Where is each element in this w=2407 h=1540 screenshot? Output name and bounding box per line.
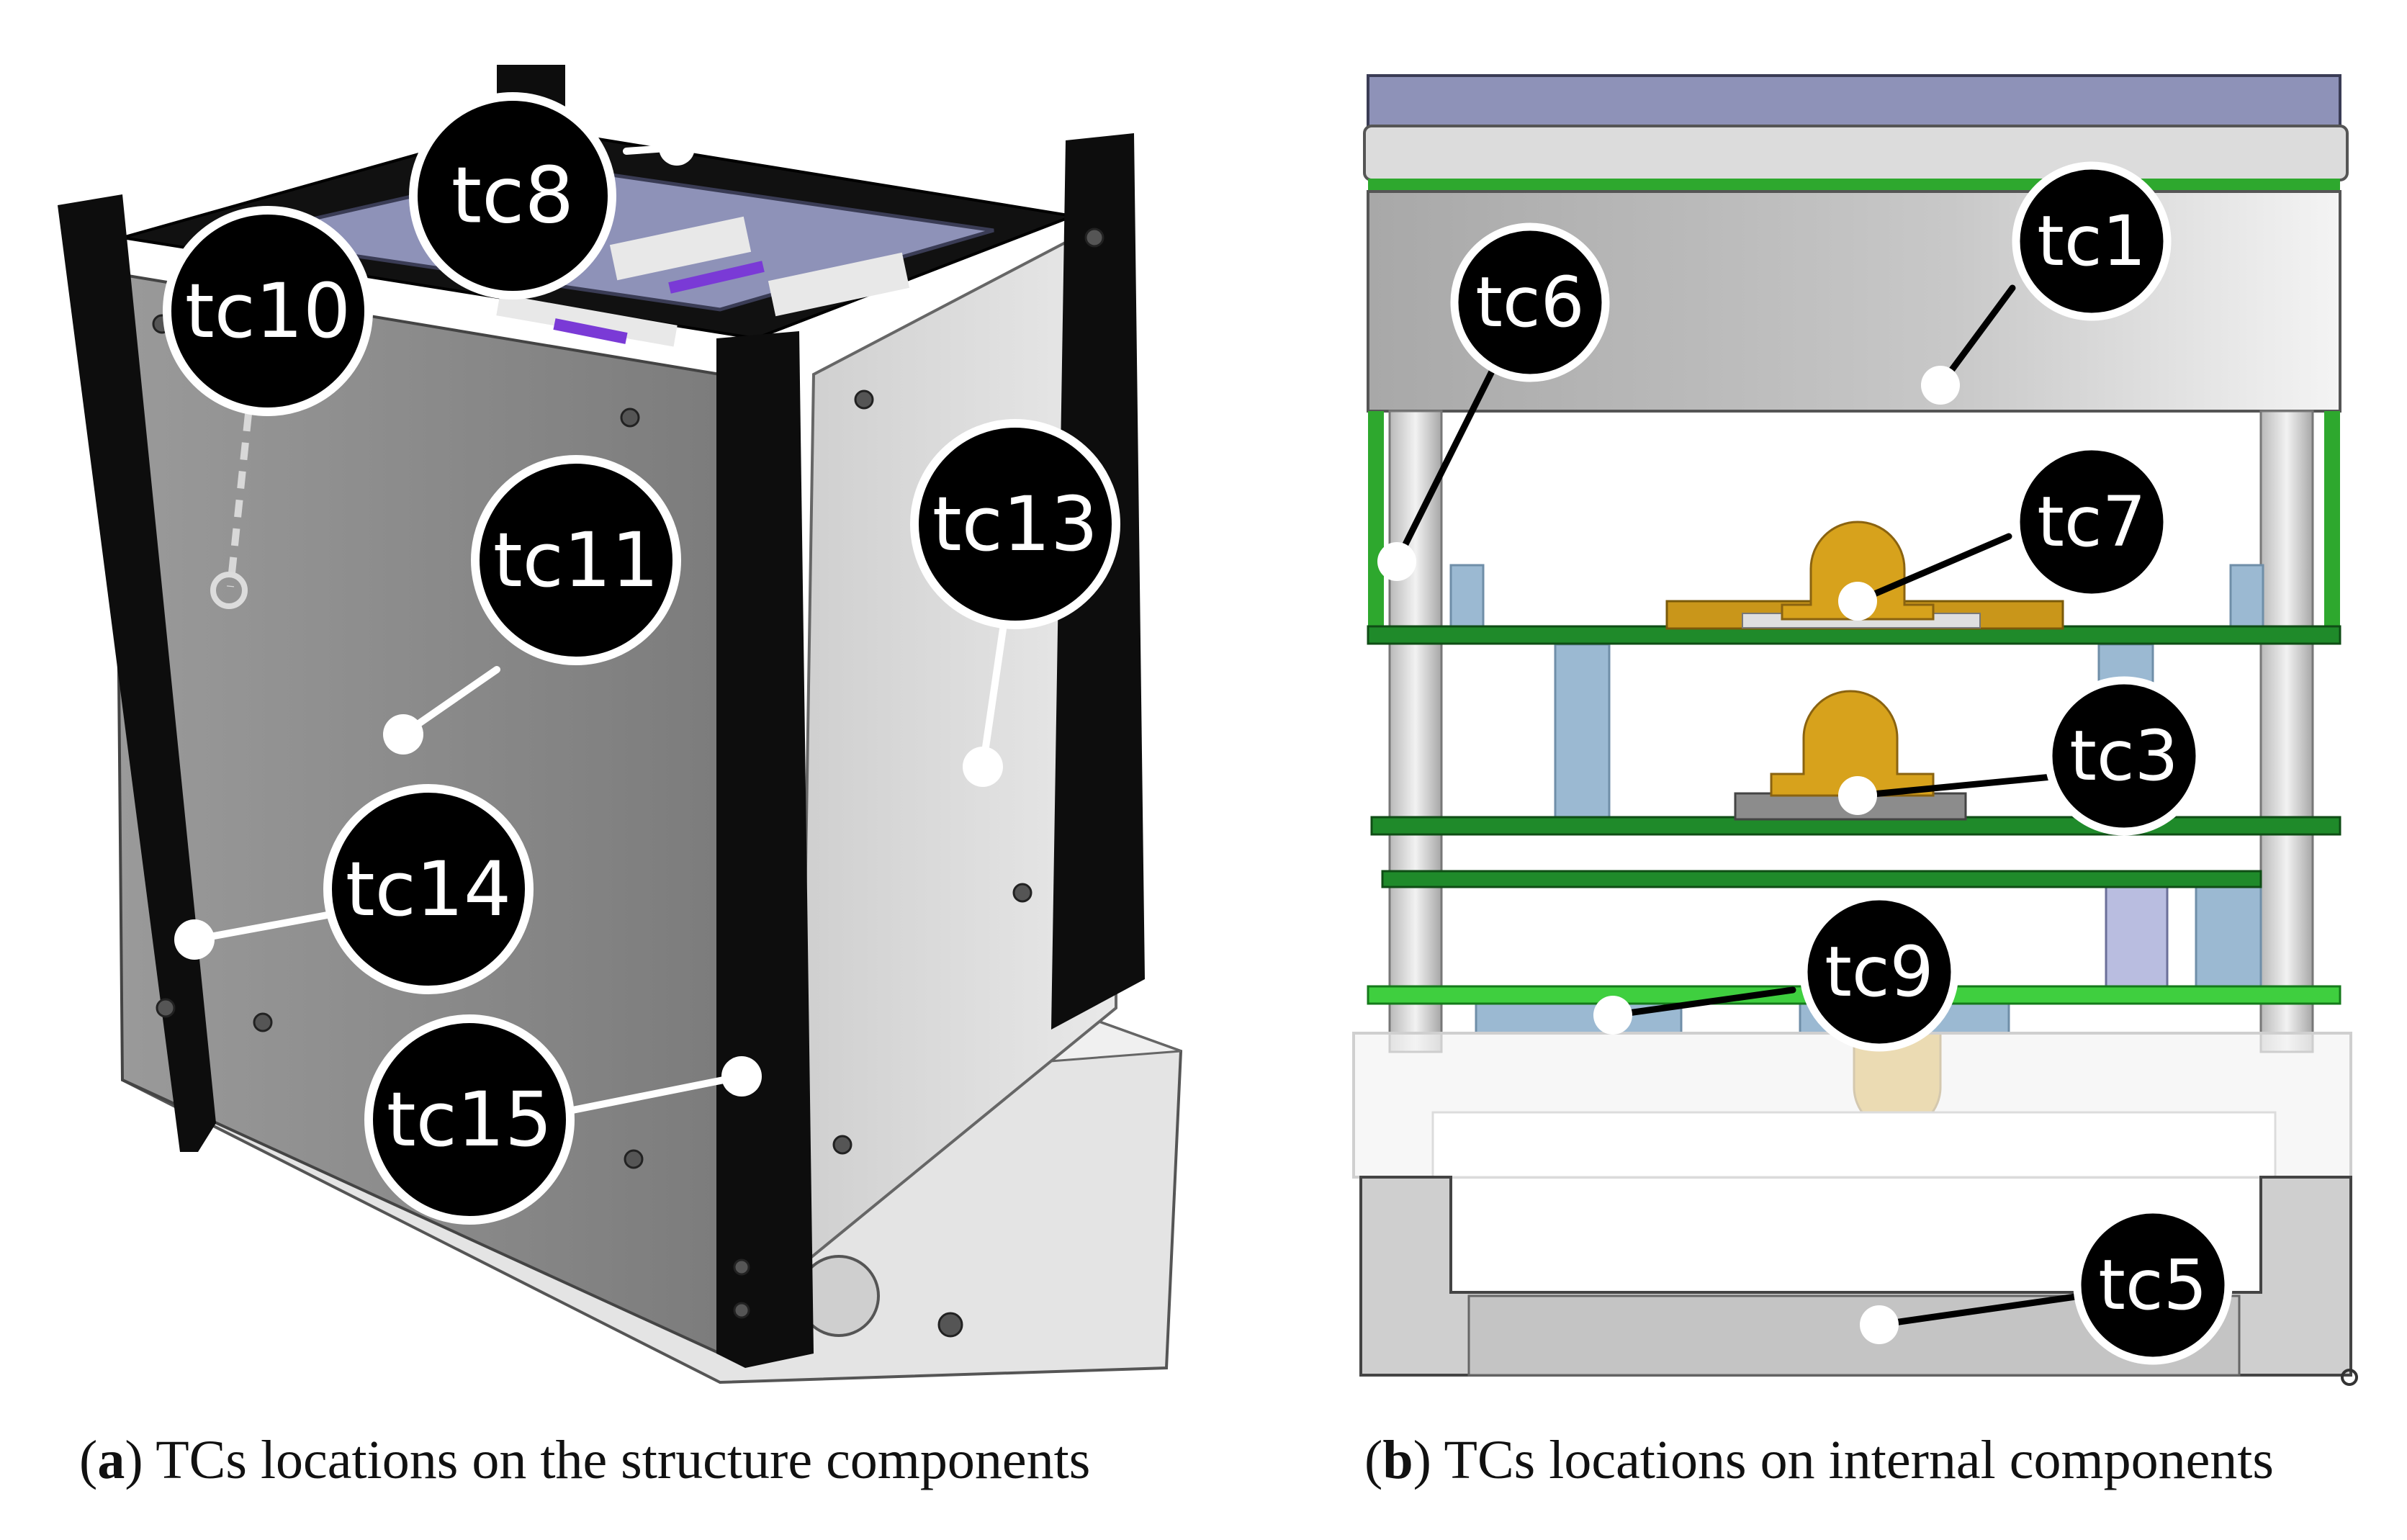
caption-b-letter: b — [1382, 1430, 1413, 1490]
svg-text:tc13: tc13 — [932, 480, 1098, 568]
gold-connector-1 — [1781, 521, 1935, 621]
lavender-standoff — [2105, 884, 2169, 995]
tc1-point — [1921, 366, 1960, 405]
svg-text:tc14: tc14 — [346, 845, 511, 933]
svg-text:tc7: tc7 — [2037, 482, 2146, 562]
left-rail — [58, 194, 216, 1152]
top-pad-2 — [768, 252, 910, 317]
tc5-label: tc5 — [2073, 1205, 2233, 1365]
caption-b-text: TCs locations on internal components — [1444, 1430, 2274, 1490]
tc3-point — [1838, 776, 1877, 815]
svg-text:tc5: tc5 — [2098, 1245, 2208, 1325]
tc14-point — [174, 919, 215, 960]
tc7-point — [1838, 582, 1877, 621]
top-green-board — [1368, 179, 2340, 192]
tc6-label: tc6 — [1450, 222, 1610, 382]
svg-text:tc8: tc8 — [451, 151, 574, 241]
tc8-point — [659, 130, 695, 166]
svg-text:tc11: tc11 — [493, 516, 659, 604]
left-rod — [1388, 410, 1443, 1053]
tc7-label: tc7 — [2012, 442, 2172, 602]
top-pad-3 — [496, 294, 678, 347]
tc11-point — [383, 714, 423, 755]
right-side-board — [2324, 411, 2340, 627]
svg-text:tc1: tc1 — [2037, 201, 2146, 282]
tc15-point — [721, 1056, 762, 1097]
tc9-label: tc9 — [1799, 892, 1959, 1052]
panel-b-points — [1377, 366, 1960, 1344]
gold-connector-2 — [1770, 690, 1935, 797]
tc13-point — [963, 747, 1003, 787]
top-cap-light — [1363, 125, 2349, 181]
pcb-3 — [1381, 870, 2262, 888]
tc6-point — [1377, 542, 1416, 581]
tc13-label: tc13 — [910, 419, 1120, 629]
panel-a-structure-drawing: tc8 tc10 tc11 tc13 tc14 tc15 — [58, 65, 1183, 1384]
panel-a-points — [174, 130, 1003, 1097]
tc3-label: tc3 — [2044, 676, 2204, 836]
svg-text:tc6: tc6 — [1475, 262, 1585, 343]
translucent-inner — [1431, 1111, 2277, 1179]
top-purple-strip-1 — [668, 261, 765, 294]
tc1-label: tc1 — [2012, 161, 2172, 321]
top-pad-1 — [609, 216, 752, 281]
right-rod — [2259, 410, 2314, 1053]
tc10-point-hidden — [210, 572, 248, 609]
caption-a-letter: a — [97, 1430, 125, 1490]
tc10-hidden-leader — [227, 413, 252, 587]
svg-text:tc15: tc15 — [387, 1076, 552, 1163]
center-rail — [716, 331, 814, 1368]
left-side-board — [1368, 411, 1384, 627]
corner-marker — [2341, 1369, 2358, 1386]
svg-text:tc3: tc3 — [2069, 716, 2179, 796]
tc14-label: tc14 — [323, 784, 534, 994]
caption-a: (a) TCs locations on the structure compo… — [79, 1430, 1091, 1490]
tc5-point — [1860, 1305, 1899, 1344]
caption-b: (b) TCs locations on internal components — [1364, 1430, 2274, 1490]
tc10-label: tc10 — [163, 206, 373, 416]
tc8-label: tc8 — [409, 92, 616, 300]
top-purple-strip-2 — [553, 318, 628, 344]
tc15-label: tc15 — [364, 1014, 575, 1225]
panel-b-internal-drawing: tc1 tc6 tc7 tc3 tc9 tc5 — [1352, 74, 2358, 1386]
tc11-label: tc11 — [471, 455, 681, 665]
svg-text:tc10: tc10 — [185, 267, 351, 355]
svg-text:tc9: tc9 — [1825, 932, 1934, 1012]
tc9-point — [1593, 996, 1632, 1035]
caption-a-text: TCs locations on the structure component… — [156, 1430, 1091, 1490]
panel-b-leader-lines — [1393, 284, 2084, 1328]
